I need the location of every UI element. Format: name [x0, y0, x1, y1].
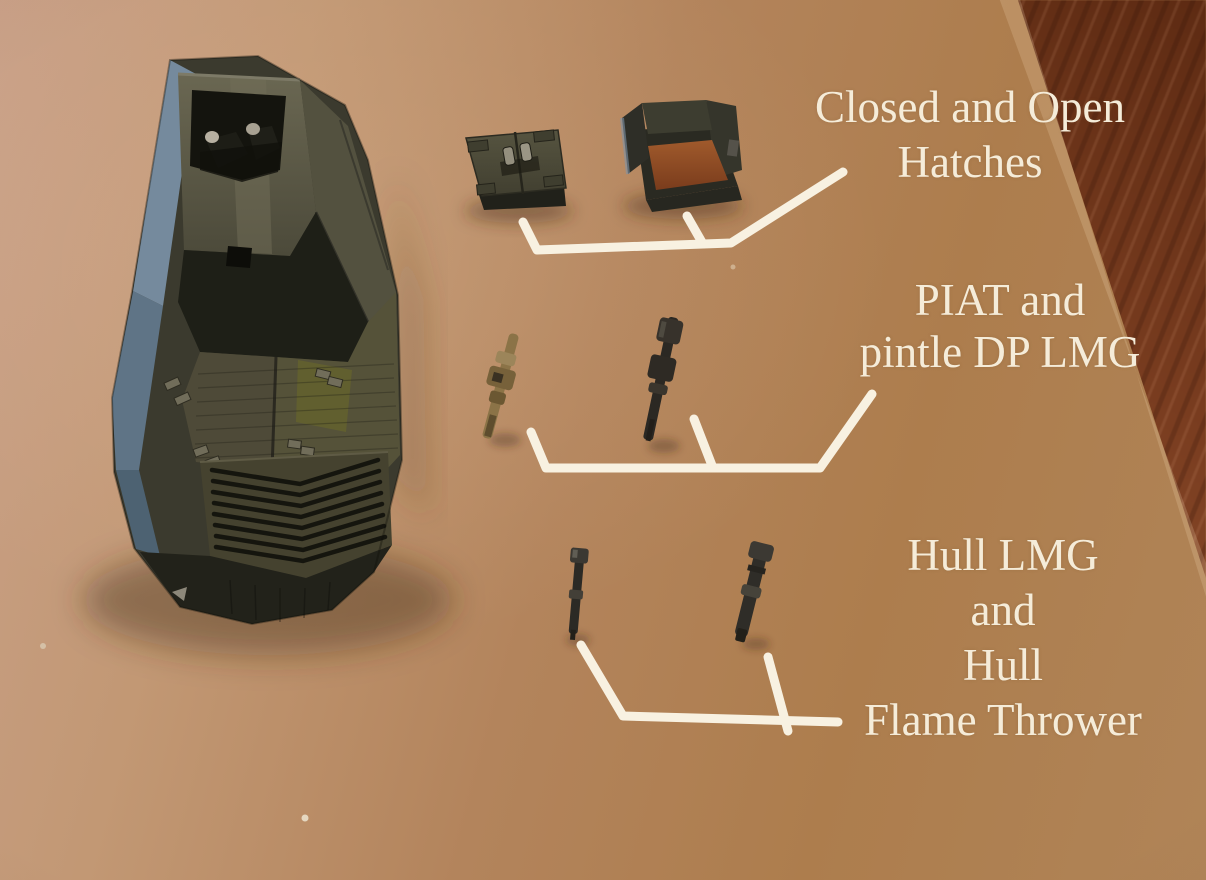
annotation-hull-line1: Hull LMG	[907, 530, 1099, 580]
open-hatch-part	[620, 100, 742, 212]
annotation-hatches-line1: Closed and Open	[815, 82, 1125, 132]
annotation-hull-line4: Flame Thrower	[864, 695, 1142, 745]
leader-piat	[526, 389, 877, 473]
hull-lmg-part	[568, 547, 589, 640]
vehicle-base-skirt	[140, 545, 392, 624]
open-hatch-interior	[648, 140, 728, 190]
closed-hatch-part	[465, 129, 567, 210]
vehicle-side-wall	[300, 80, 400, 455]
vehicle-dark-band	[178, 212, 368, 362]
leader-hatches	[518, 167, 848, 255]
leader-hatches-tick	[682, 211, 708, 249]
annotation-hatches-line2: Hatches	[897, 137, 1043, 187]
dust-specks	[40, 264, 736, 822]
leader-hull-tick	[763, 652, 793, 736]
leader-lines	[518, 167, 877, 736]
leader-hull	[576, 640, 843, 727]
piat-part	[482, 333, 519, 439]
leader-piat-tick	[689, 414, 718, 473]
annotation-hull: Hull LMG and Hull Flame Thrower	[803, 528, 1203, 748]
annotation-piat-line1: PIAT and	[914, 275, 1086, 325]
annotation-hatches: Closed and Open Hatches	[770, 80, 1170, 190]
vehicle-armor-plate-left	[182, 352, 276, 470]
annotation-hull-line3: Hull	[962, 640, 1043, 690]
debris-fragment	[172, 587, 187, 601]
annotation-piat-line2: pintle DP LMG	[859, 327, 1141, 377]
dp-lmg-part	[643, 316, 684, 442]
flame-thrower-part	[735, 541, 774, 643]
annotation-hull-line2: and	[970, 585, 1036, 635]
annotation-piat: PIAT and pintle DP LMG	[800, 274, 1200, 378]
vehicle-model	[110, 54, 404, 626]
